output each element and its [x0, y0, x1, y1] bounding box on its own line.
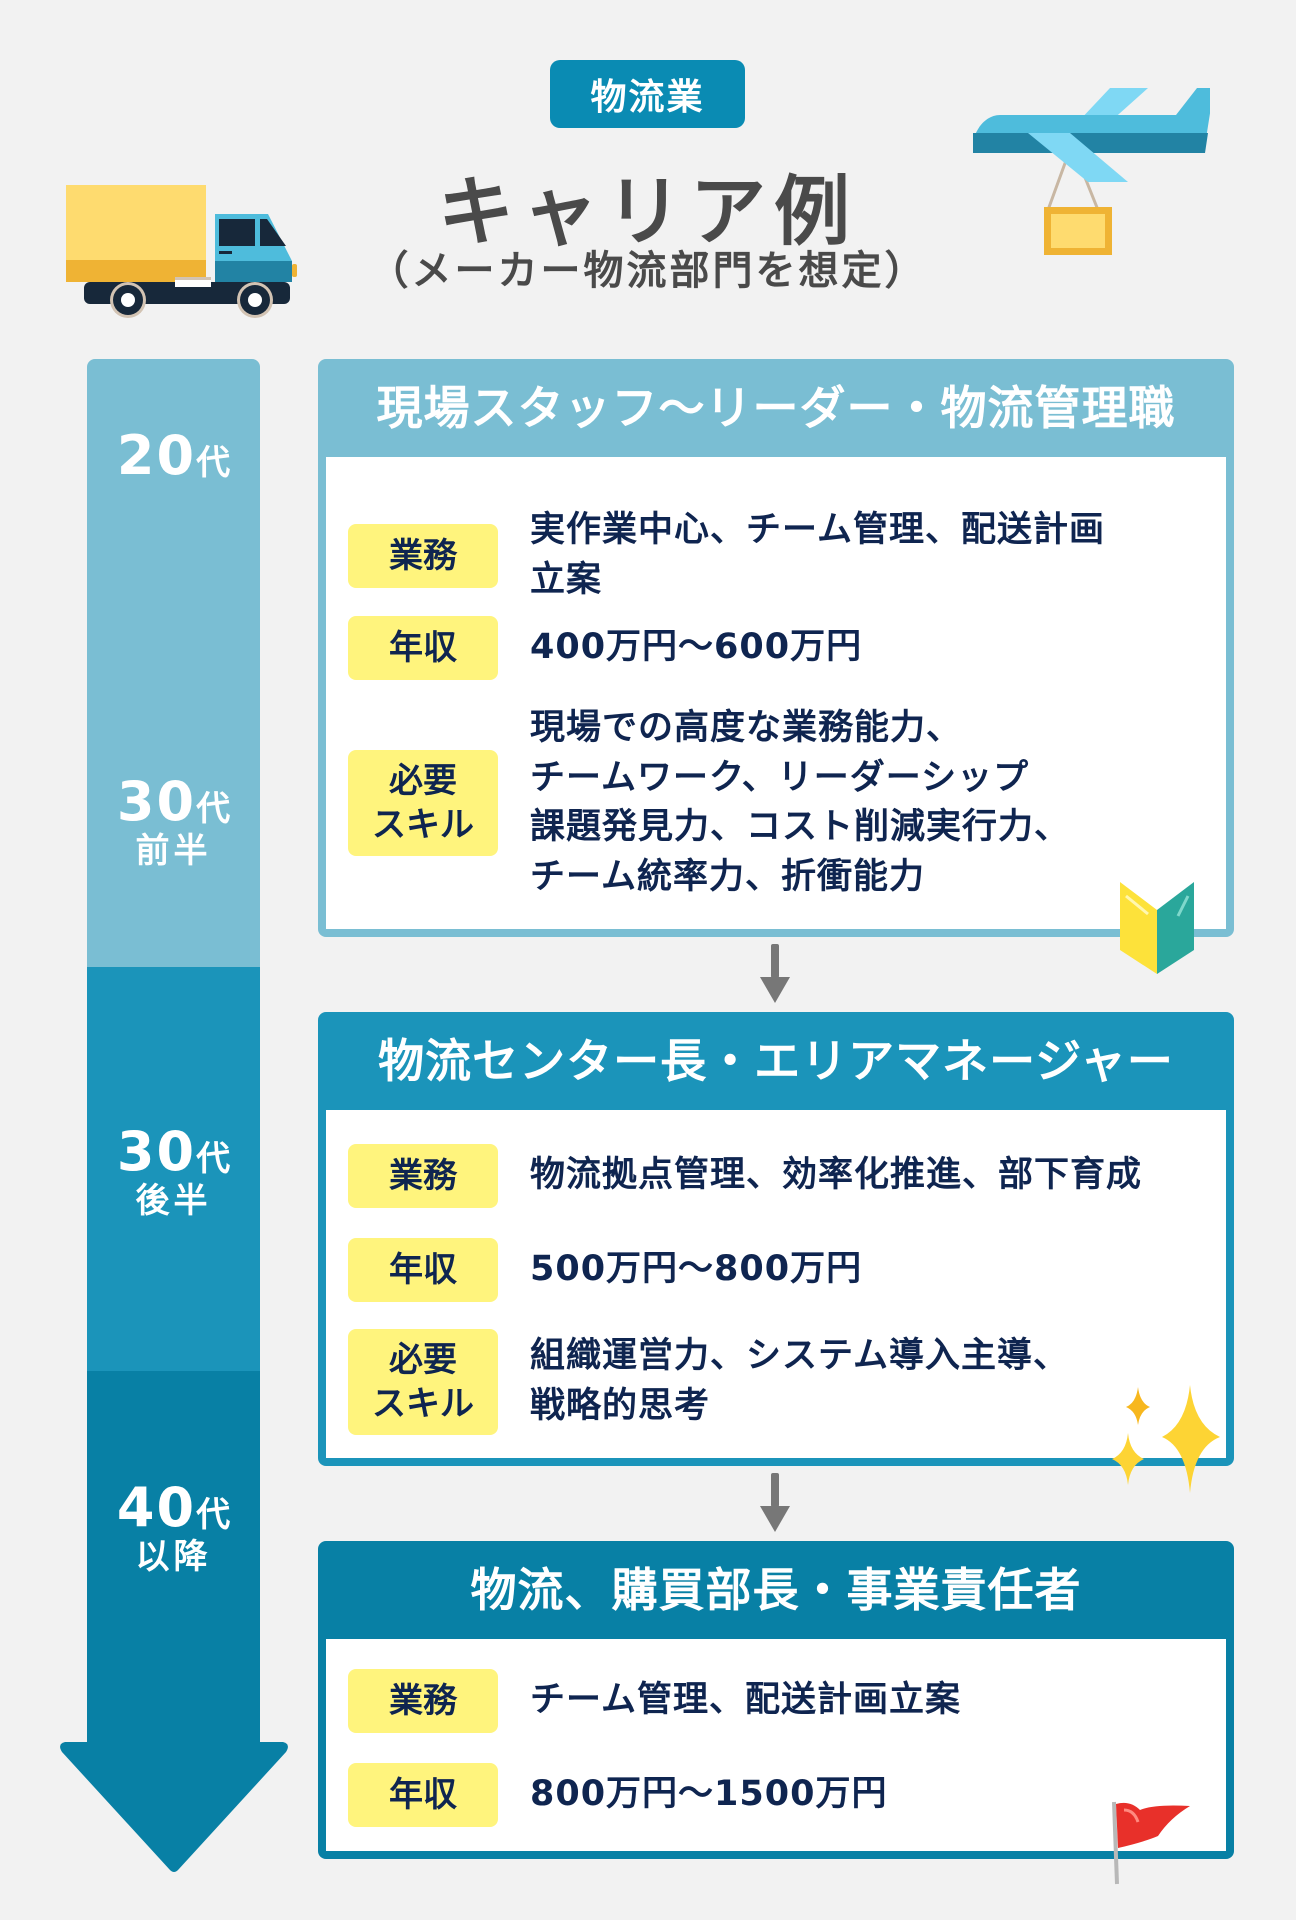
duties-text: 物流拠点管理、効率化推進、部下育成: [530, 1151, 1142, 1201]
text-line: 実作業中心、チーム管理、配送計画: [530, 510, 1105, 550]
card-title: 現場スタッフ〜リーダー・物流管理職: [376, 381, 1176, 435]
timeline-segment-mid: [87, 967, 260, 1371]
red-flag-icon: [1112, 1801, 1190, 1885]
salary-label: 年収: [348, 616, 498, 680]
industry-badge: 物流業: [550, 60, 745, 128]
beginner-mark-icon: [1120, 882, 1194, 974]
age-qualifier: 後半: [135, 1181, 212, 1221]
cargo-plane-icon: [973, 88, 1210, 255]
salary-row: 年収 400万円〜600万円: [348, 616, 1206, 680]
text-line: 組織運営力、システム導入主導、: [530, 1336, 1069, 1377]
text-line: 戦略的思考: [530, 1386, 711, 1426]
age-unit: 代: [196, 1139, 231, 1179]
timeline-arrow-down-icon: [60, 1742, 288, 1872]
duties-row: 業務 実作業中心、チーム管理、配送計画 立案: [348, 506, 1206, 605]
salary-label: 年収: [348, 1763, 498, 1827]
age-label-late-30s: 30代 後半: [87, 1120, 260, 1220]
age-qualifier: 前半: [135, 831, 212, 871]
page-subtitle: （メーカー物流部門を想定）: [368, 248, 928, 294]
industry-badge-label: 物流業: [590, 77, 705, 118]
salary-label: 年収: [348, 1238, 498, 1302]
age-unit: 代: [196, 443, 231, 483]
skills-row: 必要スキル 現場での高度な業務能力、 チームワーク、リーダーシップ 課題発見力、…: [348, 704, 1206, 903]
text-line: チーム統率力、折衝能力: [530, 857, 925, 898]
text-line: チーム管理、配送計画立案: [530, 1680, 961, 1721]
age-number: 30: [116, 1120, 197, 1183]
age-label-40s-plus: 40代 以降: [87, 1476, 260, 1576]
card-body: 業務 実作業中心、チーム管理、配送計画 立案 年収 400万円〜600万円 必要…: [326, 457, 1226, 929]
career-card-department-head: 物流、購買部長・事業責任者 業務 チーム管理、配送計画立案 年収 800万円〜1…: [318, 1541, 1234, 1859]
flow-arrow-down-icon: [760, 1473, 790, 1532]
label-line: 必要: [389, 761, 457, 802]
timeline-segment-early: [87, 359, 260, 967]
text-line: 物流拠点管理、効率化推進、部下育成: [530, 1155, 1143, 1196]
skills-label: 必要スキル: [348, 1329, 498, 1435]
age-label-20s: 20代: [87, 424, 260, 487]
duties-row: 業務 チーム管理、配送計画立案: [348, 1669, 1206, 1733]
card-body: 業務 物流拠点管理、効率化推進、部下育成 年収 500万円〜800万円 必要スキ…: [326, 1110, 1226, 1458]
text-line: 立案: [530, 559, 603, 600]
salary-row: 年収 800万円〜1500万円: [348, 1763, 1206, 1827]
age-number: 20: [116, 424, 197, 487]
age-qualifier: 以降: [135, 1537, 212, 1577]
duties-label: 業務: [348, 1669, 498, 1733]
text-line: チームワーク、リーダーシップ: [530, 757, 1030, 798]
card-title: 物流センター長・エリアマネージャー: [378, 1034, 1174, 1088]
age-unit: 代: [196, 1495, 231, 1535]
duties-label: 業務: [348, 1144, 498, 1208]
label-line: スキル: [372, 1384, 474, 1424]
salary-text: 800万円〜1500万円: [530, 1774, 888, 1815]
skills-row: 必要スキル 組織運営力、システム導入主導、 戦略的思考: [348, 1329, 1206, 1435]
duties-label: 業務: [348, 523, 498, 588]
age-label-early-30s: 30代 前半: [87, 770, 260, 870]
age-number: 30: [116, 770, 197, 833]
sparkles-icon: [1112, 1385, 1220, 1493]
card-title: 物流、購買部長・事業責任者: [470, 1563, 1082, 1617]
age-unit: 代: [196, 789, 231, 829]
salary-text: 500万円〜800万円: [530, 1249, 863, 1290]
salary-row: 年収 500万円〜800万円: [348, 1238, 1206, 1302]
duties-text: 実作業中心、チーム管理、配送計画 立案: [530, 506, 1105, 605]
card-body: 業務 チーム管理、配送計画立案 年収 800万円〜1500万円: [326, 1639, 1226, 1851]
duties-text: チーム管理、配送計画立案: [530, 1676, 961, 1726]
text-line: 課題発見力、コスト削減実行力、: [530, 807, 1071, 848]
salary-text: 400万円〜600万円: [530, 627, 863, 668]
flow-arrow-down-icon: [760, 944, 790, 1003]
skills-label: 必要スキル: [348, 750, 498, 857]
skills-text: 現場での高度な業務能力、 チームワーク、リーダーシップ 課題発見力、コスト削減実…: [530, 704, 1070, 903]
text-line: 現場での高度な業務能力、: [530, 708, 963, 748]
label-line: 必要: [389, 1339, 457, 1380]
page-title: キャリア例: [438, 167, 858, 256]
label-line: スキル: [372, 805, 474, 846]
timeline-segment-late: [87, 1371, 260, 1743]
career-card-staff-leader: 現場スタッフ〜リーダー・物流管理職 業務 実作業中心、チーム管理、配送計画 立案…: [318, 359, 1234, 937]
skills-text: 組織運営力、システム導入主導、 戦略的思考: [530, 1332, 1069, 1431]
age-number: 40: [116, 1476, 197, 1539]
truck-icon: [66, 185, 297, 318]
duties-row: 業務 物流拠点管理、効率化推進、部下育成: [348, 1144, 1206, 1208]
career-card-center-manager: 物流センター長・エリアマネージャー 業務 物流拠点管理、効率化推進、部下育成 年…: [318, 1012, 1234, 1466]
